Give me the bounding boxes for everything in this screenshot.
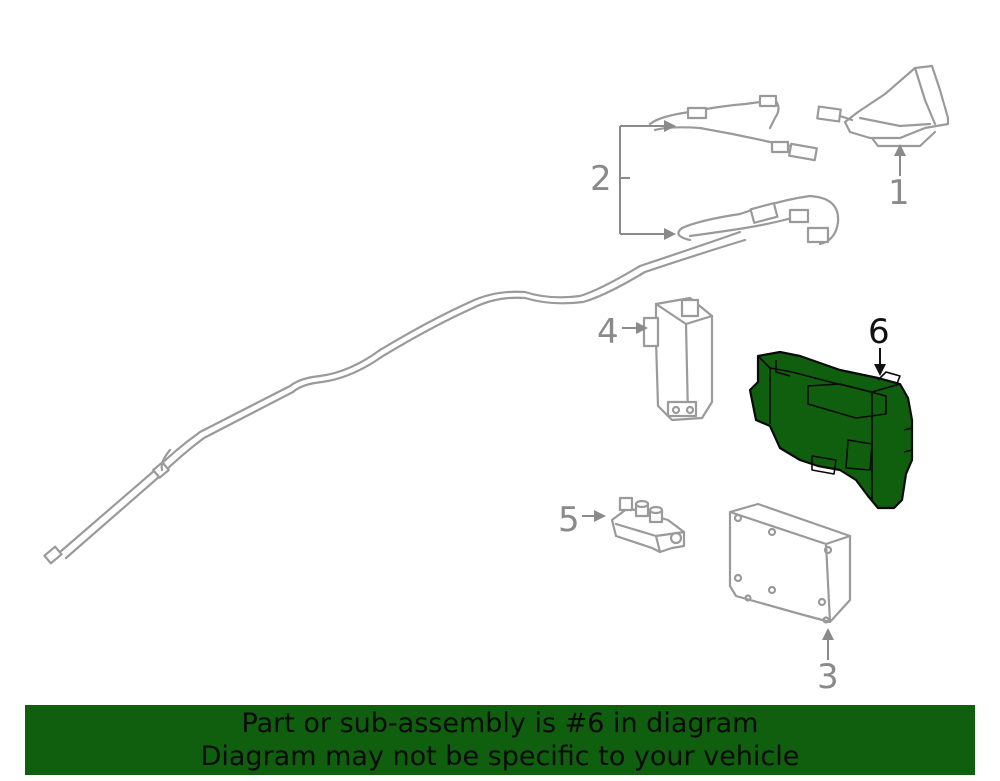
part-5-splitter[interactable] [610,496,686,554]
callout-5[interactable]: 5 [558,500,580,540]
callout-1[interactable]: 1 [888,173,910,213]
banner-line-1: Part or sub-assembly is #6 in diagram [241,708,759,739]
arrow-6 [874,364,886,376]
part-1-antenna[interactable] [816,64,950,148]
arrow-2b [664,228,676,240]
arrow-2a [664,120,676,132]
part-3-control-unit[interactable] [728,502,852,624]
part-4-module[interactable] [642,296,714,422]
callout-2[interactable]: 2 [590,159,612,199]
callout-4[interactable]: 4 [597,312,619,352]
parts-diagram: 1 2 4 [43,64,950,697]
info-banner: Part or sub-assembly is #6 in diagram Di… [25,705,975,775]
callout-6[interactable]: 6 [868,312,890,352]
leader-2 [619,125,668,235]
arrow-3 [822,628,834,640]
arrow-1 [894,144,906,156]
part-6-highlighted-module[interactable] [748,350,914,510]
part-2-lower-harness[interactable] [43,194,840,565]
banner-line-2: Diagram may not be specific to your vehi… [200,741,800,772]
arrow-5 [594,510,606,522]
callout-3[interactable]: 3 [817,657,839,697]
arrow-4 [636,322,648,334]
part-2-upper-harness[interactable] [648,94,818,162]
